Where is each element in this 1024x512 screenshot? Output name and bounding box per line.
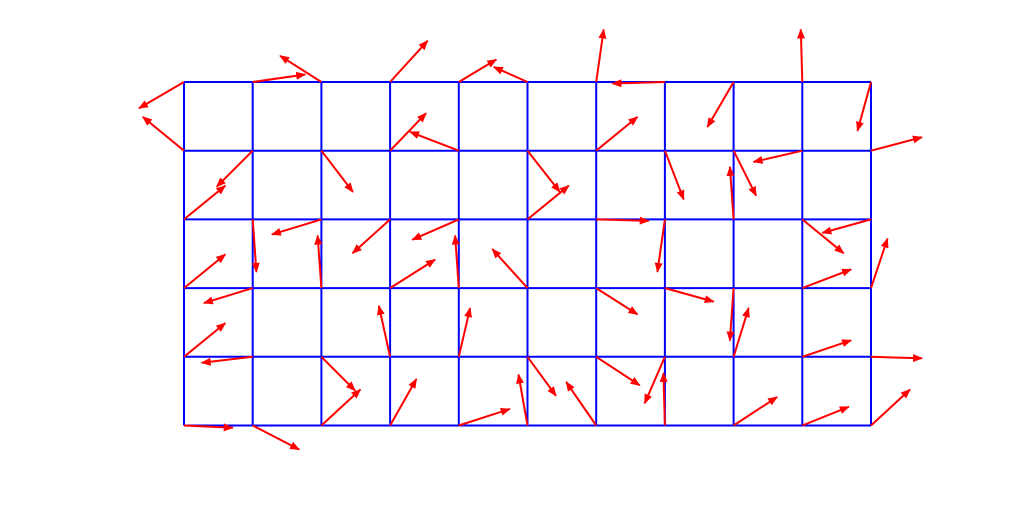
vector-arrow <box>411 218 460 241</box>
vector-arrow <box>595 28 607 83</box>
vector-arrow <box>526 150 561 193</box>
vector-arrow <box>270 218 322 236</box>
vector-arrow <box>565 381 598 427</box>
vector-arrow <box>732 307 750 358</box>
vector-arrow <box>138 81 185 110</box>
vector-arrow <box>526 356 557 397</box>
vector-arrow <box>252 424 301 451</box>
vector-arrow <box>142 116 185 152</box>
vector-arrow <box>801 405 850 427</box>
vector-arrow <box>726 288 735 342</box>
vector-arrow <box>320 388 362 427</box>
vector-arrow <box>870 135 923 152</box>
vector-arrow <box>801 218 845 254</box>
vector-arrow <box>726 165 735 220</box>
vector-arrow <box>376 304 392 358</box>
vector-arrow <box>516 373 529 426</box>
vector-arrow <box>596 216 650 225</box>
vector-arrow <box>389 258 436 289</box>
vector-arrow <box>183 322 227 358</box>
vector-arrow <box>183 423 234 432</box>
vector-arrow <box>664 287 715 304</box>
vector-arrow <box>183 184 227 221</box>
vector-arrow <box>314 234 323 289</box>
vector-arrow <box>389 40 429 83</box>
vector-arrow <box>526 184 570 221</box>
vector-arrows <box>138 28 923 451</box>
vector-arrow <box>733 396 778 427</box>
vector-arrow <box>279 54 322 83</box>
vector-arrow <box>492 66 528 83</box>
vector-arrow <box>821 218 872 235</box>
vector-arrow <box>215 149 254 188</box>
vector-arrow <box>706 81 735 128</box>
vector-arrow <box>320 356 356 392</box>
vector-arrow <box>409 130 460 152</box>
vector-arrow <box>202 287 253 305</box>
vector-arrow <box>801 268 853 290</box>
vector-arrow <box>752 149 803 164</box>
vector-arrow <box>797 28 806 83</box>
vector-arrow <box>183 253 227 289</box>
vector-arrow <box>389 378 418 426</box>
vector-arrow <box>351 218 391 254</box>
vector-arrow <box>801 339 853 358</box>
vector-arrow <box>320 150 354 193</box>
vector-arrow <box>252 71 307 83</box>
vector-arrow <box>458 58 498 83</box>
vector-arrow <box>595 287 639 316</box>
vector-arrow <box>595 116 639 152</box>
vector-arrow <box>870 388 911 427</box>
vector-arrow <box>491 248 529 289</box>
vector-arrow <box>659 372 668 426</box>
vector-arrow <box>732 150 757 197</box>
vector-arrow <box>458 407 511 427</box>
vector-arrow <box>389 112 427 152</box>
vector-arrow <box>451 234 460 289</box>
vector-arrow <box>663 150 685 201</box>
vector-arrow <box>643 356 666 405</box>
vector-arrow <box>595 355 641 387</box>
vector-arrow <box>870 354 923 363</box>
vector-arrow <box>457 307 472 358</box>
vector-arrow <box>251 219 260 273</box>
vector-arrow <box>200 355 253 366</box>
vector-arrow <box>654 219 666 273</box>
vector-arrow <box>856 81 872 132</box>
vector-arrow <box>611 79 665 88</box>
vector-arrow <box>870 237 889 289</box>
